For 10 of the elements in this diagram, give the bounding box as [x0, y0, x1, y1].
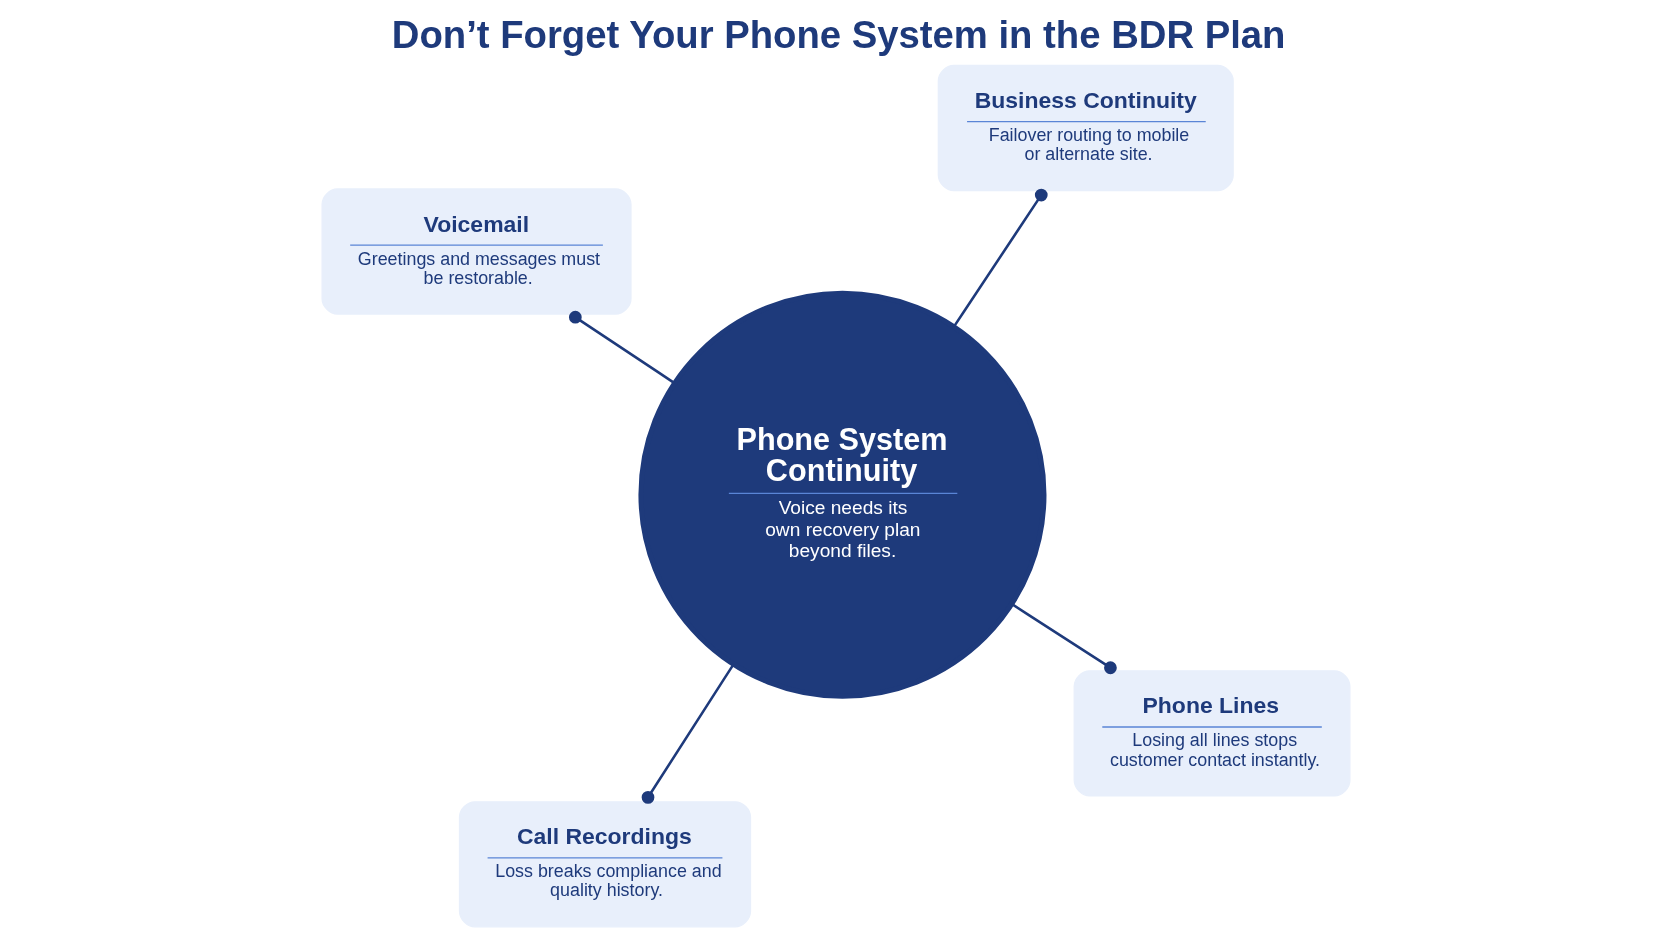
node-circle: Phone System Continuity Voice needs its own recovery plan beyond files.: [638, 290, 1047, 699]
diagram-title: Don’t Forget Your Phone System in the BDR Plan: [391, 12, 1286, 56]
connector: [641, 663, 735, 804]
connector: [568, 310, 676, 385]
connector: [1010, 602, 1117, 675]
node-box: Phone Lines Losing all lines stops customer contact instantly.: [1073, 670, 1351, 797]
connector: [952, 188, 1048, 328]
node-box: Voicemail Greetings and messages must be restorable.: [321, 188, 632, 315]
node-box: Business Continuity Failover routing to mobile or alternate site.: [937, 64, 1234, 192]
node-box: Call Recordings Loss breaks compliance and quality history.: [458, 801, 752, 928]
